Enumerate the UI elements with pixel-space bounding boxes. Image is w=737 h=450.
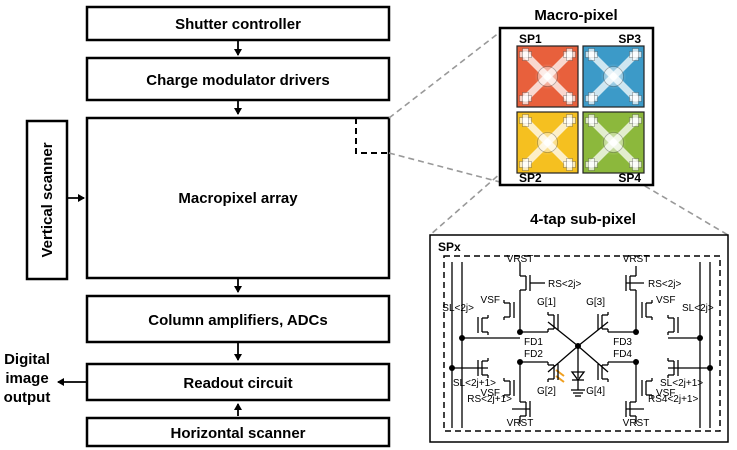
junction-dot bbox=[633, 359, 639, 365]
column-amplifiers-label: Column amplifiers, ADCs bbox=[148, 312, 327, 329]
vertical-scanner-label: Vertical scanner bbox=[39, 142, 56, 257]
label-vsf-tr: VSF bbox=[656, 295, 675, 306]
label-g2: G[2] bbox=[537, 386, 556, 397]
junction-dot bbox=[633, 329, 639, 335]
transfer-gate-g3 bbox=[597, 312, 609, 332]
macropixel-array-label: Macropixel array bbox=[178, 190, 298, 207]
junction-dot bbox=[459, 335, 465, 341]
subpixel-label-sp1: SP1 bbox=[519, 32, 542, 46]
label-fd1: FD1 bbox=[524, 337, 543, 348]
macro-pixel-title: Macro-pixel bbox=[534, 7, 617, 24]
subpixel-label-sp3: SP3 bbox=[618, 32, 641, 46]
readout-circuit-block: Readout circuit bbox=[85, 362, 391, 402]
transfer-gate-g2 bbox=[547, 362, 559, 382]
label-g3: G[3] bbox=[586, 297, 605, 308]
diag-g4 bbox=[577, 345, 609, 373]
zoom-connector-top bbox=[388, 31, 501, 119]
label-rs-bl: RS<2j+1> bbox=[467, 394, 512, 405]
label-vsf-bl: VSF bbox=[481, 388, 500, 399]
junction-dot bbox=[517, 329, 523, 335]
label-sl-bl: SL<2j+1> bbox=[453, 378, 496, 389]
subpixel-cell-sp1: SP1 bbox=[516, 32, 579, 108]
diag-g2 bbox=[547, 345, 579, 373]
subpixel-boundary bbox=[443, 255, 721, 432]
label-vsf-br: VSF bbox=[656, 388, 675, 399]
shutter-controller-block: Shutter controller bbox=[85, 5, 391, 42]
zoom-connector-bottom bbox=[388, 152, 501, 183]
label-vrst-bl: VRST bbox=[507, 418, 534, 429]
output-label-line2: image bbox=[5, 370, 48, 387]
junction-dot bbox=[449, 365, 455, 371]
label-fd2: FD2 bbox=[524, 349, 543, 360]
digital-image-output-label: Digital image output bbox=[4, 351, 51, 406]
label-g4: G[4] bbox=[586, 386, 605, 397]
subpixel-cell-sp3: SP3 bbox=[582, 32, 645, 108]
zoom-connector-subpixel-left bbox=[429, 129, 551, 236]
junction-dot bbox=[697, 335, 703, 341]
label-vrst-tr: VRST bbox=[623, 254, 650, 265]
column-amplifiers-block: Column amplifiers, ADCs bbox=[85, 294, 391, 344]
photodiode-symbol bbox=[570, 371, 586, 382]
subpixel-title: 4-tap sub-pixel bbox=[530, 211, 636, 228]
output-label-line1: Digital bbox=[4, 351, 50, 368]
light-arrows-icon bbox=[555, 369, 565, 383]
subpixel-cell-sp2: SP2 bbox=[516, 111, 579, 185]
label-sl-tr: SL<2j> bbox=[682, 303, 714, 314]
sl-transistor-tr bbox=[667, 315, 679, 335]
sf-transistor-tr bbox=[641, 300, 653, 320]
macropixel-zoom-region bbox=[355, 118, 389, 154]
label-sl-tl: SL<2j> bbox=[442, 303, 474, 314]
label-rs-tl: RS<2j> bbox=[548, 279, 582, 290]
subpixel-cell-sp4: SP4 bbox=[582, 111, 645, 185]
macropixel-array-block: Macropixel array bbox=[85, 116, 391, 280]
shutter-controller-label: Shutter controller bbox=[175, 16, 301, 33]
subpixel-label-sp4: SP4 bbox=[618, 171, 641, 185]
junction-dot bbox=[707, 365, 713, 371]
sl-transistor-tl bbox=[477, 315, 489, 335]
subpixel-name: SPx bbox=[438, 240, 461, 254]
output-label-line3: output bbox=[4, 389, 51, 406]
label-fd4: FD4 bbox=[613, 349, 632, 360]
sf-transistor-tl bbox=[503, 300, 515, 320]
sf-transistor-br bbox=[641, 378, 653, 398]
readout-circuit-label: Readout circuit bbox=[183, 375, 292, 392]
label-vsf-tl: VSF bbox=[481, 295, 500, 306]
sf-transistor-bl bbox=[503, 378, 515, 398]
label-rs-tr: RS<2j> bbox=[648, 279, 682, 290]
label-fd3: FD3 bbox=[613, 337, 632, 348]
drivers-label: Charge modulator drivers bbox=[146, 72, 329, 89]
label-vrst-tl: VRST bbox=[507, 254, 534, 265]
label-g1: G[1] bbox=[537, 297, 556, 308]
subpixel-label-sp2: SP2 bbox=[519, 171, 542, 185]
label-vrst-br: VRST bbox=[623, 418, 650, 429]
transfer-gate-g1 bbox=[547, 312, 559, 332]
charge-modulator-drivers-block: Charge modulator drivers bbox=[85, 56, 391, 102]
junction-dot bbox=[517, 359, 523, 365]
horizontal-scanner-label: Horizontal scanner bbox=[170, 425, 305, 442]
vertical-scanner-block: Vertical scanner bbox=[25, 119, 69, 281]
label-sl-br: SL<2j+1> bbox=[660, 378, 703, 389]
diag-g1 bbox=[547, 321, 579, 347]
diag-g3 bbox=[577, 321, 609, 347]
reset-transistor-tl bbox=[519, 266, 531, 300]
label-rs-br: RS4<2j+1> bbox=[648, 394, 698, 405]
horizontal-scanner-block: Horizontal scanner bbox=[85, 416, 391, 448]
